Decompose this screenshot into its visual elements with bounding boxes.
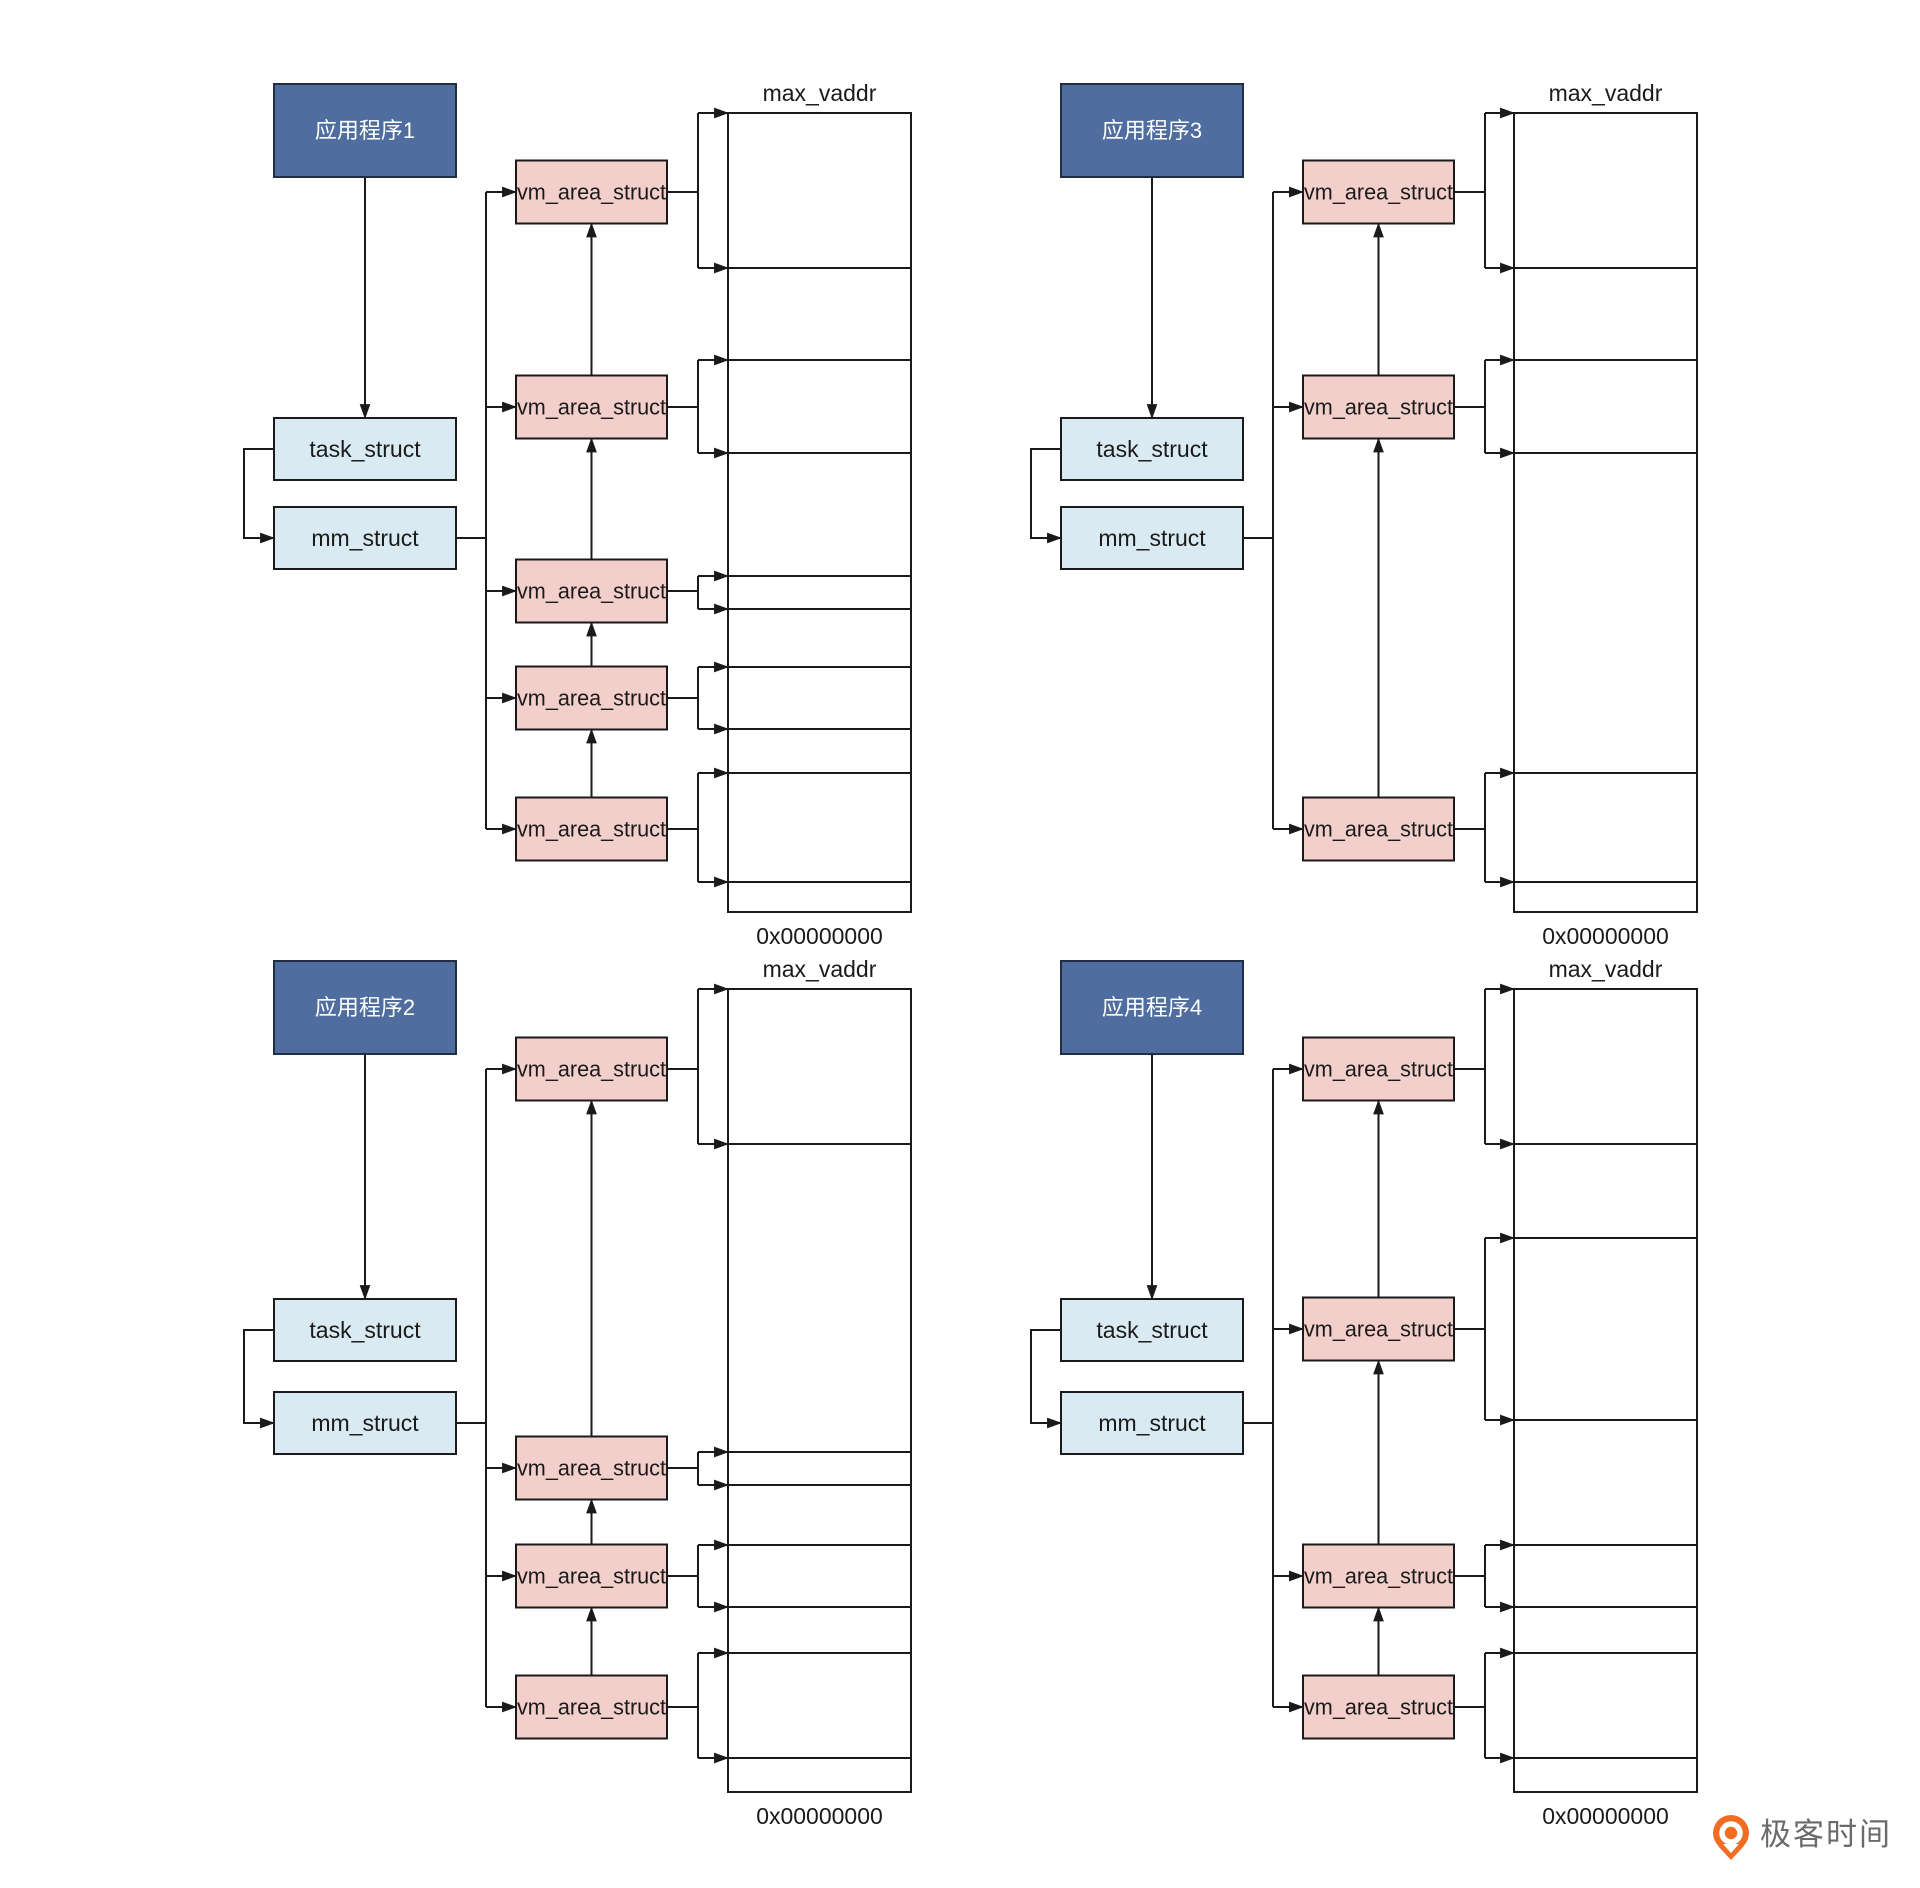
app3-task-struct-box-label: task_struct [1096,436,1208,462]
app1-vm-area-struct-box [515,665,668,731]
app1-mm-struct-box-label: mm_struct [311,525,419,551]
app4-mm-struct-box-label: mm_struct [1098,1410,1206,1436]
geektime-pin-icon [1713,1815,1749,1851]
app3-vm-area-struct-box-label: vm_area_struct [1304,180,1453,205]
app4-app-box-label: 应用程序4 [1102,995,1202,1020]
app1-vm-area-struct-box-label: vm_area_struct [517,686,666,711]
app3-vm-area-struct-box [1302,159,1455,225]
app2-app-box [273,960,457,1055]
app1-vm-area-struct-box [515,558,668,624]
app4-vm-area-struct-box [1302,1674,1455,1740]
app2-vm-area-struct-box [515,1036,668,1102]
app2-base-address-label: 0x00000000 [756,1803,883,1829]
app4-mm-struct-box [1060,1391,1244,1455]
app3-app-box-label: 应用程序3 [1102,118,1202,143]
app3-app-box [1060,83,1244,178]
app2-vm-area-struct-box [515,1543,668,1609]
app1-task-to-mm-arrow [243,448,276,544]
app4-max-vaddr-label: max_vaddr [1549,956,1663,982]
app2-max-vaddr-label: max_vaddr [763,956,877,982]
app3-vm-area-struct-box-label: vm_area_struct [1304,395,1453,420]
app2-app-box-label: 应用程序2 [315,995,415,1020]
app4-vm-area-struct-box-label: vm_area_struct [1304,1057,1453,1082]
app4-task-struct-box-label: task_struct [1096,1317,1208,1343]
app1-vm-area-struct-box [515,374,668,440]
app4-vm-area-struct-box [1302,1296,1455,1362]
app2-vm-area-struct-box-label: vm_area_struct [517,1564,666,1589]
app1-app-box [273,83,457,178]
app2-task-to-mm-arrow [243,1329,276,1429]
app2-task-struct-box-label: task_struct [309,1317,421,1343]
app4-base-address-label: 0x00000000 [1542,1803,1669,1829]
app1-vm-area-struct-box [515,159,668,225]
app4-memory-column [1513,988,1698,1793]
app2-vm-area-struct-box-label: vm_area_struct [517,1057,666,1082]
app2-vm-area-struct-box [515,1674,668,1740]
app4-app-box [1060,960,1244,1055]
app3-base-address-label: 0x00000000 [1542,923,1669,949]
app1-max-vaddr-label: max_vaddr [763,80,877,106]
geektime-logo: 极客时间 [1713,1815,1892,1860]
app3-task-struct-box [1060,417,1244,481]
app3-mm-struct-box-label: mm_struct [1098,525,1206,551]
geektime-logo-text: 极客时间 [1760,1817,1892,1852]
app4-task-to-mm-arrow [1030,1329,1063,1429]
app1-vm-area-struct-box-label: vm_area_struct [517,817,666,842]
app3-vm-area-struct-box [1302,374,1455,440]
app1-app-box-label: 应用程序1 [315,118,415,143]
app4-vm-area-struct-box [1302,1543,1455,1609]
app2-mm-struct-box-label: mm_struct [311,1410,419,1436]
app2-memory-column [727,988,912,1793]
app1-task-struct-box-label: task_struct [309,436,421,462]
app3-vm-area-struct-box-label: vm_area_struct [1304,817,1453,842]
app1-vm-area-struct-box [515,796,668,862]
app1-task-struct-box [273,417,457,481]
app1-vm-area-struct-box-label: vm_area_struct [517,395,666,420]
app4-vm-area-struct-box-label: vm_area_struct [1304,1695,1453,1720]
app2-vm-area-struct-box-label: vm_area_struct [517,1695,666,1720]
app1-memory-column [727,112,912,913]
app2-task-struct-box [273,1298,457,1362]
app4-vm-area-struct-box-label: vm_area_struct [1304,1564,1453,1589]
app2-vm-area-struct-box-label: vm_area_struct [517,1456,666,1481]
app1-base-address-label: 0x00000000 [756,923,883,949]
app1-vm-area-struct-box-label: vm_area_struct [517,180,666,205]
app1-mm-struct-box [273,506,457,570]
geektime-pin-notch [1723,1844,1739,1853]
app2-mm-struct-box [273,1391,457,1455]
app3-vm-area-struct-box [1302,796,1455,862]
geektime-pin-ring [1719,1821,1743,1845]
app3-memory-column [1513,112,1698,913]
app4-task-struct-box [1060,1298,1244,1362]
app4-vm-area-struct-box-label: vm_area_struct [1304,1317,1453,1342]
app2-vm-area-struct-box [515,1435,668,1501]
app3-mm-struct-box [1060,506,1244,570]
app3-task-to-mm-arrow [1030,448,1063,544]
app4-vm-area-struct-box [1302,1036,1455,1102]
app1-vm-area-struct-box-label: vm_area_struct [517,579,666,604]
app3-max-vaddr-label: max_vaddr [1549,80,1663,106]
